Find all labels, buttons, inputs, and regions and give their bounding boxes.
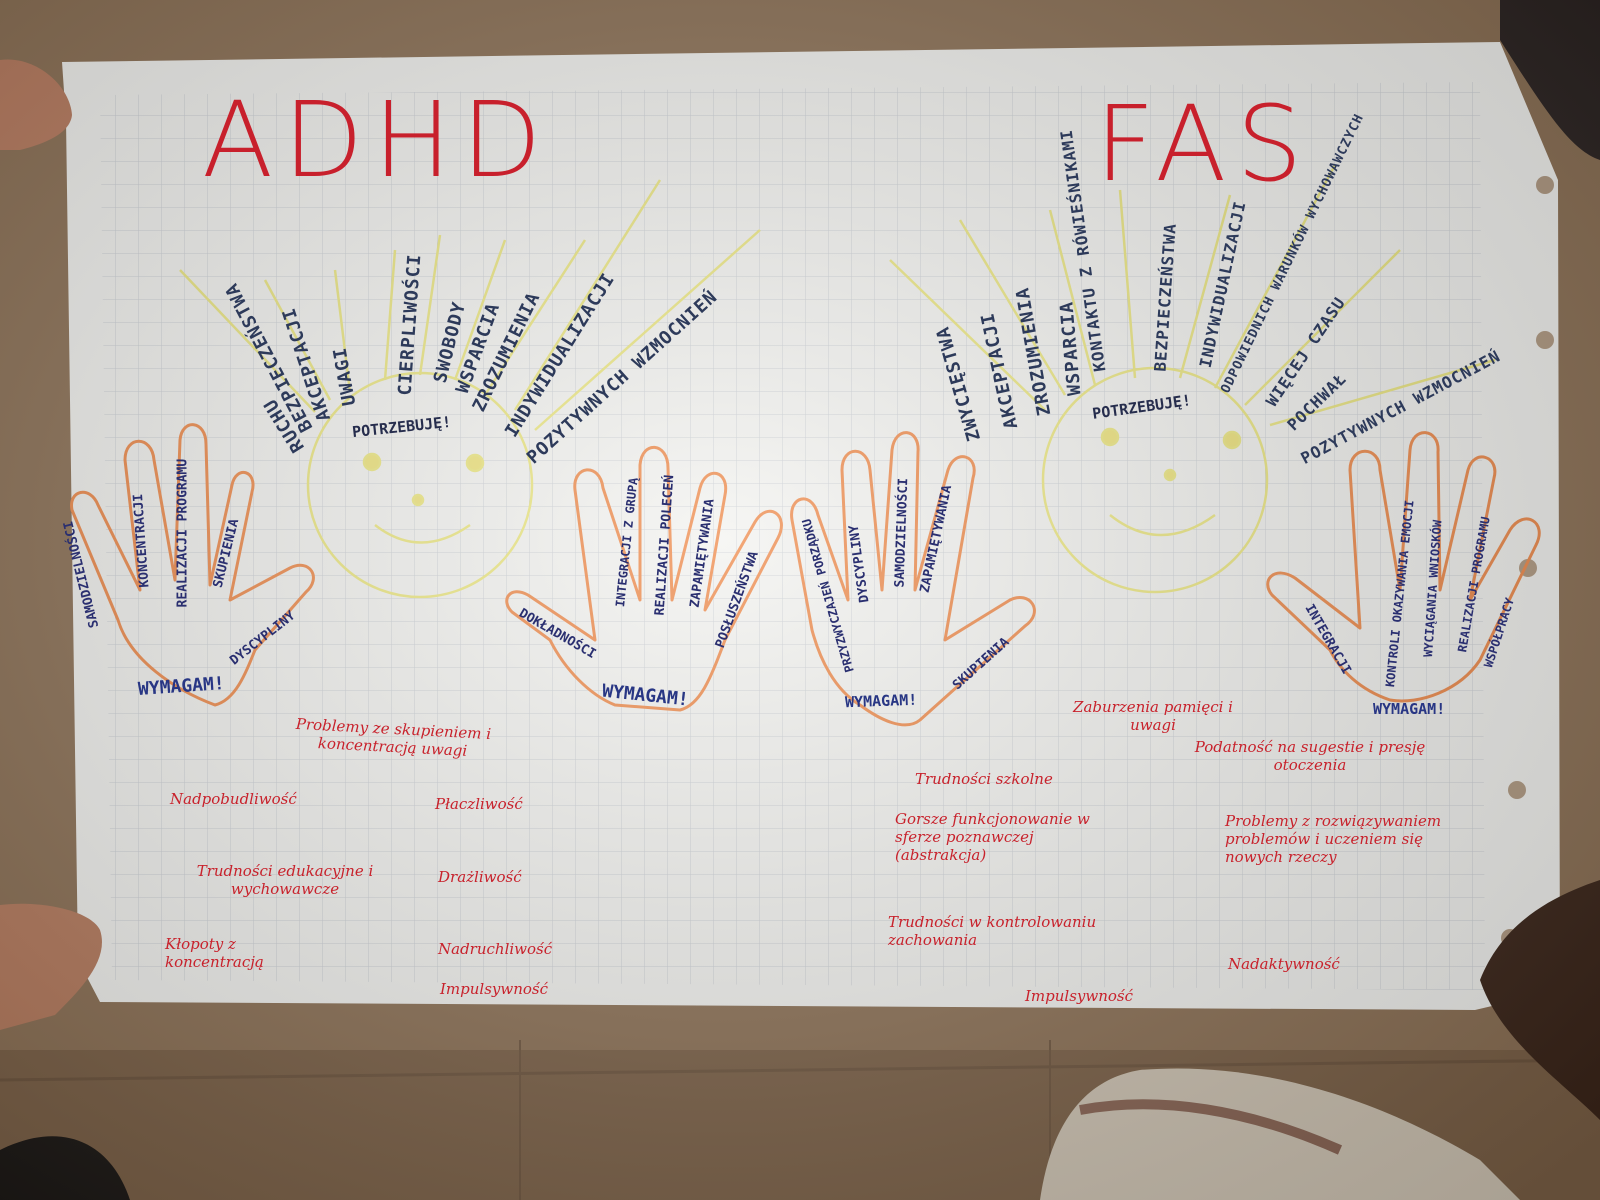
adhd-problem-placzliwosc: Płaczliwość [435,795,523,813]
fas-problem-podatnosc: Podatność na sugestie i presję otoczenia [1194,738,1426,774]
fas-problem-trudnosci-szkolne: Trudności szkolne [915,770,1053,788]
adhd-problem-nadpobudliwosc: Nadpobudliwość [170,790,297,808]
adhd-problem-drazliwosc: Drażliwość [438,868,522,886]
fas-problem-kontrolowanie-zachowania: Trudności w kontrolowaniu zachowania [888,913,1097,949]
fas-problem-impulsywnosc: Impulsywność [1025,987,1134,1005]
fas-hand1-label: WYMAGAM! [844,690,918,712]
fas-title: FAS [1095,83,1313,205]
adhd-problem-nadruchliwosc: Nadruchliwość [438,940,553,958]
fas-hand2-label: WYMAGAM! [1373,700,1446,718]
adhd-title: ADHD [202,79,552,201]
adhd-problem-trudnosci-edukacyjne: Trudności edukacyjne i wychowawcze [196,862,374,898]
fas-problem-nadaktywnosc: Nadaktywność [1228,955,1340,973]
adhd-problem-impulsywnosc: Impulsywność [440,980,549,998]
fas-problem-gorsze-funkcjonowanie: Gorsze funkcjonowanie w sferze poznawcze… [895,810,1090,864]
fas-problem-zaburzenia-pamieci: Zaburzenia pamięci i uwagi [1073,698,1233,734]
adhd-problem-klopoty-koncentracja: Kłopoty z koncentracją [165,935,264,971]
fas-problem-rozwiazywanie: Problemy z rozwiązywaniem problemów i uc… [1225,812,1442,866]
adhd-hand1-finger-realizacji-programu: REALIZACJI PROGRAMU [175,458,191,608]
